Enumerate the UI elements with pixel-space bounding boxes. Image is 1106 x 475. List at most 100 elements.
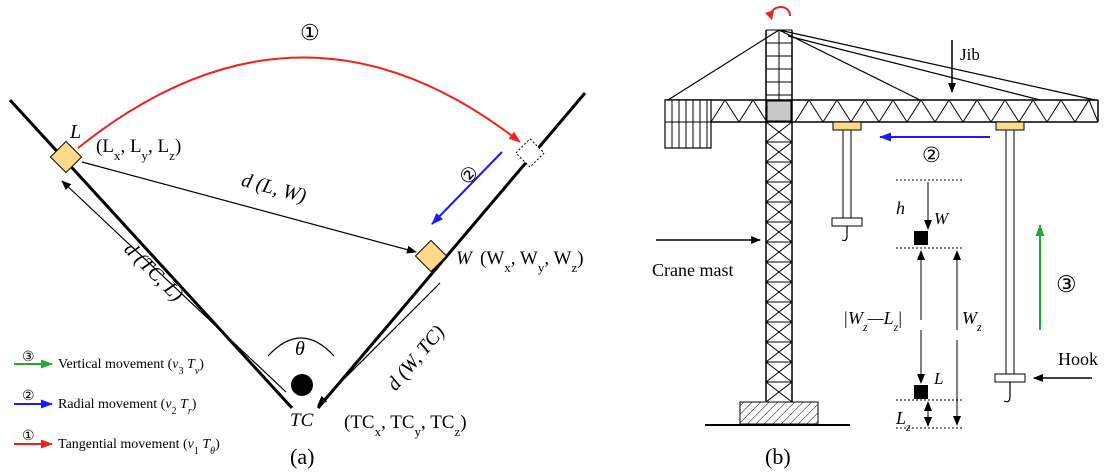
tie-cable-2 <box>778 29 1096 101</box>
tie-cable-1 <box>778 29 921 101</box>
jib-brace <box>794 99 810 123</box>
node-W-coords: (Wx, Wy, Wz) <box>480 248 584 275</box>
trolley-final <box>995 121 1025 131</box>
jib-brace <box>1046 99 1062 123</box>
mast-brace <box>765 141 793 163</box>
node-L-coords: (Lx, Ly, Lz) <box>96 136 181 163</box>
material-W <box>914 231 928 245</box>
node-W <box>414 239 448 273</box>
mast-brace <box>765 221 793 243</box>
mast-brace <box>765 181 793 203</box>
jib-brace <box>836 99 852 123</box>
hook-initial <box>841 226 848 242</box>
jib-brace <box>1060 99 1076 123</box>
legend-item-tangential: ① Tangential movement (v1 Tθ) <box>14 429 220 457</box>
jib-brace <box>906 99 922 123</box>
jib-brace <box>962 99 978 123</box>
panel-b: Jib ② ③ Hook Crane mast h W <box>652 6 1099 469</box>
mast-brace <box>765 301 793 323</box>
legend-item-vertical: ③ Vertical movement (v3 Tv) <box>14 350 204 377</box>
mast-brace <box>765 261 793 283</box>
Wz-label: Wz <box>962 308 982 334</box>
mast-brace <box>765 201 793 223</box>
jib-brace <box>1018 99 1034 123</box>
distance-L-W-arrow <box>81 161 417 254</box>
jib-brace <box>752 99 768 123</box>
distance-TC-L-label: d (TC, L) <box>120 238 188 306</box>
distance-W-TC-label: d (W, TC) <box>383 321 450 395</box>
mast-jib-joint <box>766 100 792 122</box>
right-radial-line <box>316 92 587 409</box>
diff-label: |Wz—Lz| <box>843 308 902 334</box>
jib-brace <box>1032 99 1048 123</box>
jib-label: Jib <box>960 45 980 64</box>
jib-brace <box>976 99 992 123</box>
material-L <box>914 385 928 399</box>
counterweight-lines <box>665 100 711 148</box>
radial-arrow <box>431 151 503 225</box>
distance-L-W-label: d (L, W) <box>239 169 309 207</box>
jib-brace <box>1088 99 1099 123</box>
legend-vertical-number: ③ <box>22 350 35 365</box>
panel-a: ① ② L (Lx, Ly, Lz) W (Wx, Wy, Wz) d (L, … <box>8 20 587 469</box>
hook-block-final <box>994 373 1026 383</box>
node-W-label: W <box>456 248 474 269</box>
jib-brace <box>822 99 838 123</box>
move-3-label-b: ③ <box>1056 272 1077 297</box>
mast-brace <box>765 361 793 383</box>
panel-a-caption: (a) <box>290 444 314 469</box>
jib-brace <box>892 99 908 123</box>
W-block-label: W <box>934 209 950 228</box>
mast-lattice <box>765 29 793 403</box>
tie-cable-3 <box>787 35 1041 101</box>
hook-block-initial <box>831 217 863 227</box>
legend-tangential-label: Tangential movement (v1 Tθ) <box>58 437 220 457</box>
mast-brace <box>765 321 793 343</box>
tie-cable-back <box>667 29 780 101</box>
mast-brace <box>765 121 793 143</box>
jib-brace <box>920 99 936 123</box>
jib-brace <box>808 99 824 123</box>
L-block-label: L <box>933 369 943 388</box>
jib-brace <box>850 99 866 123</box>
mast-brace <box>765 161 793 183</box>
legend-radial-number: ② <box>22 389 35 404</box>
jib-brace <box>990 99 1006 123</box>
trolley-initial <box>832 121 862 131</box>
move-1-label: ① <box>300 20 320 45</box>
jib-brace <box>724 99 740 123</box>
hook-final <box>1003 382 1011 403</box>
node-TC-coords: (TCx, TCy, TCz) <box>344 412 467 439</box>
mast-brace <box>765 381 793 403</box>
jib-brace <box>878 99 894 123</box>
legend-radial-label: Radial movement (v2 Tr) <box>58 397 197 417</box>
crane-base <box>739 401 819 425</box>
hook-label: Hook <box>1058 349 1098 369</box>
node-TC <box>291 374 313 396</box>
panel-b-caption: (b) <box>765 444 791 469</box>
jib-brace <box>934 99 950 123</box>
jib-brace <box>738 99 754 123</box>
jib-brace <box>1074 99 1090 123</box>
counterweight <box>664 99 712 149</box>
theta-arc <box>267 337 335 357</box>
jib-brace <box>710 99 726 123</box>
legend: ③ Vertical movement (v3 Tv) ② Radial mov… <box>14 350 220 457</box>
move-2-label-b: ② <box>922 143 941 167</box>
target-position-box <box>515 138 545 168</box>
h-label: h <box>896 198 905 218</box>
mast-brace <box>765 241 793 263</box>
distance-TC-L-arrow <box>61 180 287 393</box>
slewing-arrow-head <box>765 10 774 20</box>
node-L-label: L <box>69 121 81 143</box>
move-2-label: ② <box>455 162 483 190</box>
legend-tangential-number: ① <box>22 429 35 444</box>
mast-brace <box>765 341 793 363</box>
node-L <box>49 140 83 174</box>
jib-brace <box>864 99 880 123</box>
theta-label: θ <box>295 338 305 360</box>
mast-brace <box>765 281 793 303</box>
jib-brace <box>948 99 964 123</box>
Lz-label: Lz <box>895 408 911 434</box>
